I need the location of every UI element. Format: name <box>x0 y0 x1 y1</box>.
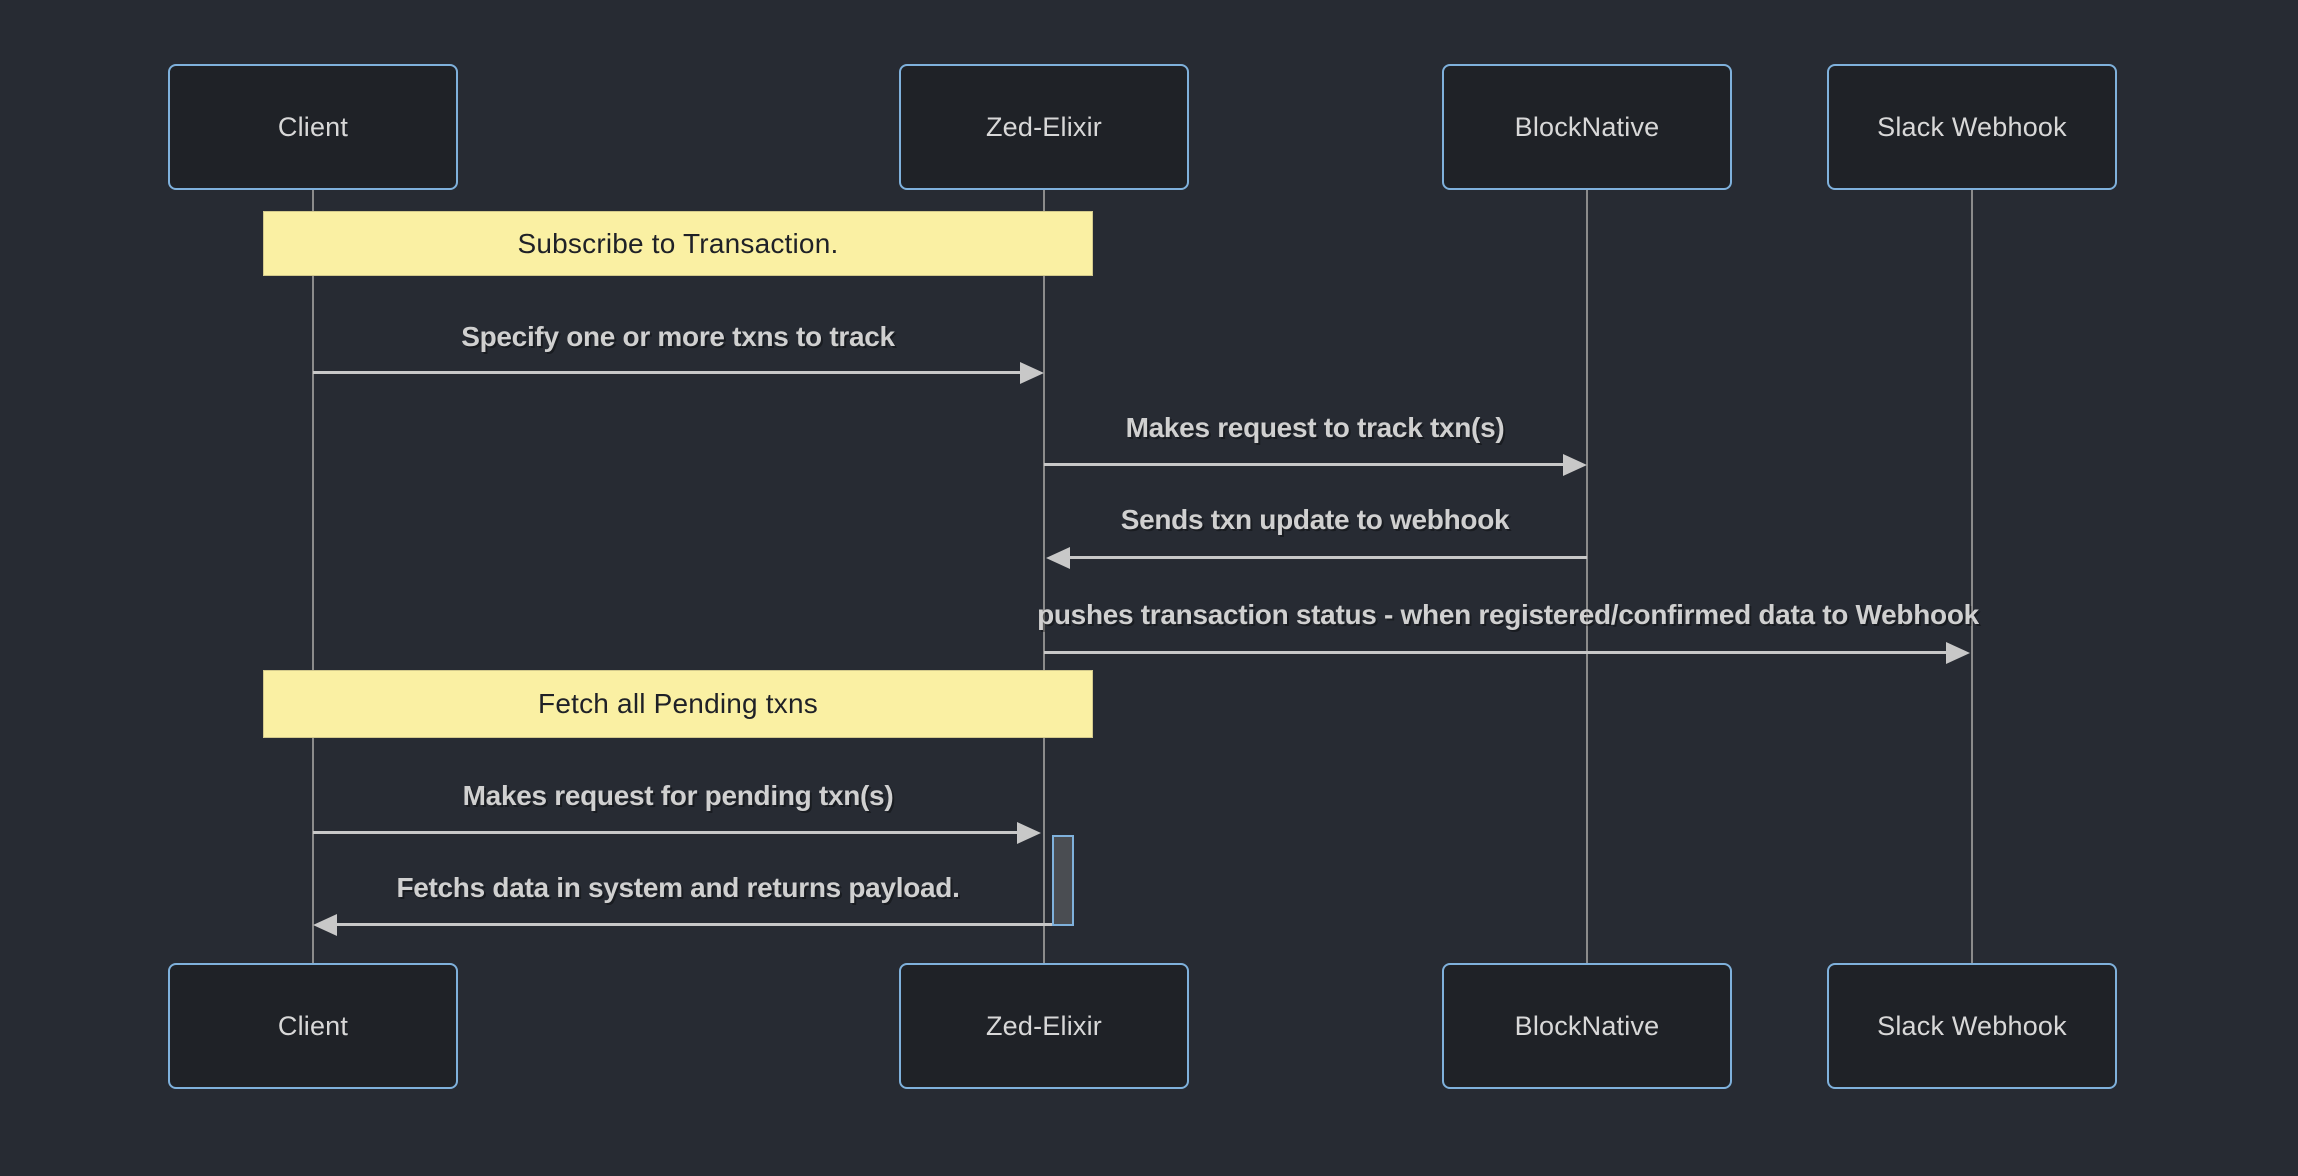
arrow-head-right-icon <box>1563 454 1587 476</box>
actor-zed-elixir-top: Zed-Elixir <box>899 64 1189 190</box>
message-push-status: pushes transaction status - when registe… <box>1037 599 1979 630</box>
note-subscribe-to-transaction: Subscribe to Transaction. <box>263 211 1093 276</box>
message-returns-payload: Fetchs data in system and returns payloa… <box>396 872 960 903</box>
arrow-line <box>1044 651 1946 654</box>
actor-slack-webhook-bottom: Slack Webhook <box>1827 963 2117 1089</box>
arrow-head-right-icon <box>1020 362 1044 384</box>
note-fetch-pending-txns: Fetch all Pending txns <box>263 670 1093 738</box>
message-specify-txns: Specify one or more txns to track <box>461 321 895 352</box>
note-text: Fetch all Pending txns <box>538 688 818 719</box>
actor-blocknative-label: BlockNative <box>1514 111 1660 142</box>
arrow-line <box>1044 463 1563 466</box>
actor-blocknative-bottom: BlockNative <box>1442 963 1732 1089</box>
actor-zed-elixir-label: Zed-Elixir <box>985 1010 1102 1041</box>
arrow-line <box>1070 556 1587 559</box>
arrow-head-right-icon <box>1017 822 1041 844</box>
arrow-head-right-icon <box>1946 642 1970 664</box>
actor-zed-elixir-label: Zed-Elixir <box>985 111 1102 142</box>
arrow-line <box>313 831 1017 834</box>
actor-client-label: Client <box>277 1010 349 1041</box>
message-track-request: Makes request to track txn(s) <box>1125 412 1505 443</box>
actor-client-label: Client <box>277 111 349 142</box>
actor-blocknative-top: BlockNative <box>1442 64 1732 190</box>
lifeline-slack-webhook <box>1971 190 1973 963</box>
note-text: Subscribe to Transaction. <box>517 227 839 259</box>
arrow-line <box>313 371 1020 374</box>
arrow-head-left-icon <box>1046 547 1070 569</box>
lifeline-client <box>312 190 314 963</box>
actor-slack-webhook-top: Slack Webhook <box>1827 64 2117 190</box>
arrow-line <box>337 923 1052 926</box>
lifeline-blocknative <box>1586 190 1588 963</box>
message-txn-update: Sends txn update to webhook <box>1120 504 1510 535</box>
activation-bar-zed-elixir <box>1052 835 1074 926</box>
actor-slack-webhook-label: Slack Webhook <box>1877 1010 2067 1041</box>
actor-slack-webhook-label: Slack Webhook <box>1877 111 2067 142</box>
arrow-head-left-icon <box>313 914 337 936</box>
actor-zed-elixir-bottom: Zed-Elixir <box>899 963 1189 1089</box>
actor-client-bottom: Client <box>168 963 458 1089</box>
message-pending-request: Makes request for pending txn(s) <box>462 780 894 811</box>
actor-client-top: Client <box>168 64 458 190</box>
actor-blocknative-label: BlockNative <box>1514 1010 1660 1041</box>
lifeline-zed-elixir <box>1043 190 1045 963</box>
